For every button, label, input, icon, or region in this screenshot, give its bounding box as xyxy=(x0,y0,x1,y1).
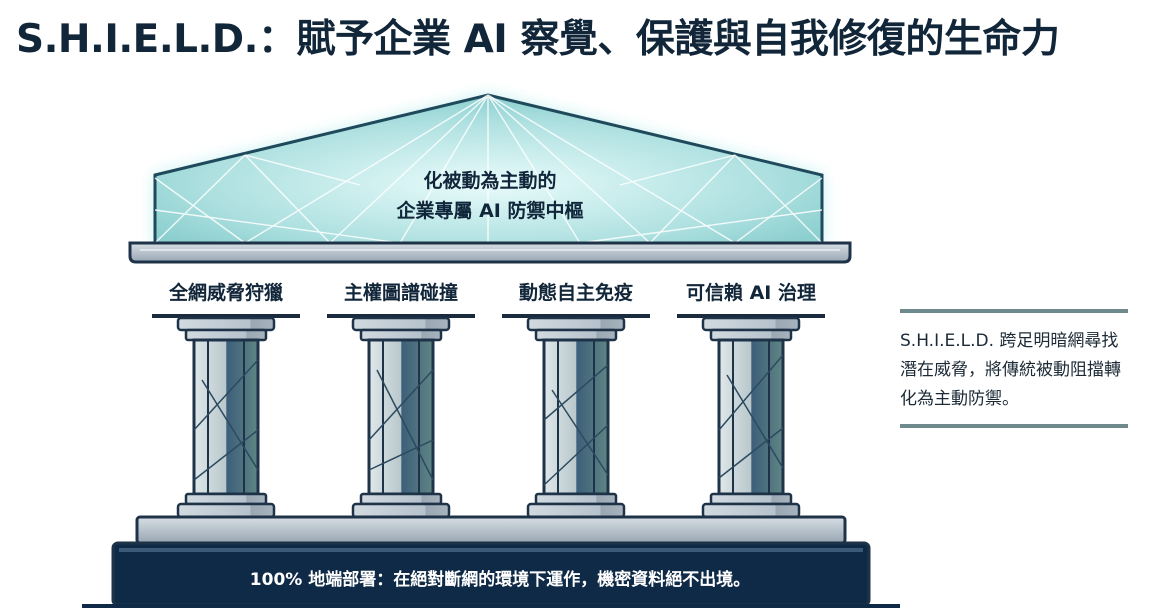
side-note-text: S.H.I.E.L.D. 跨足明暗網尋找潛在威脅，將傳統被動阻擋轉化為主動防禦。 xyxy=(900,331,1121,409)
pillar-label-trusted-ai-governance: 可信賴 AI 治理 xyxy=(685,282,816,304)
roof-caption: 化被動為主動的 企業專屬 AI 防禦中樞 xyxy=(310,166,670,226)
roof-pediment xyxy=(153,93,824,245)
page-title: S.H.I.E.L.D.：賦予企業 AI 察覺、保護與自我修復的生命力 xyxy=(16,17,1060,62)
side-note-bottom-rule xyxy=(900,424,1128,428)
pillar-label-sovereign-graph: 主權圖譜碰撞 xyxy=(343,282,458,304)
pillars xyxy=(152,314,825,519)
side-note-top-rule xyxy=(900,309,1128,313)
roof-caption-line1: 化被動為主動的 xyxy=(423,170,557,192)
pillar-label-autonomous-immunity: 動態自主免疫 xyxy=(518,282,633,304)
pillar-label-threat-hunting: 全網威脅狩獵 xyxy=(168,282,283,304)
foundation-caption: 100% 地端部署：在絕對斷網的環境下運作，機密資料絕不出境。 xyxy=(249,570,751,590)
side-note: S.H.I.E.L.D. 跨足明暗網尋找潛在威脅，將傳統被動阻擋轉化為主動防禦。 xyxy=(900,309,1128,428)
roof-caption-line2: 企業專屬 AI 防禦中樞 xyxy=(396,200,584,222)
